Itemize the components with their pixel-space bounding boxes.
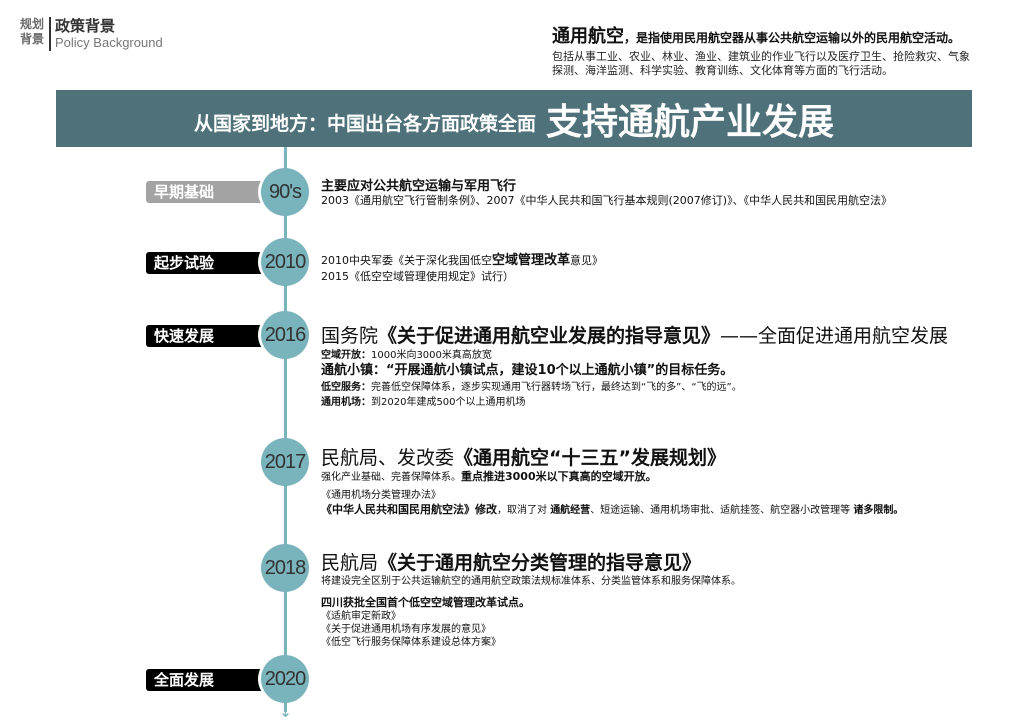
entry-2017-headline: 民航局、发改委《通用航空“十三五”发展规划》 <box>321 446 726 470</box>
text: 2010中央军委《关于深化我国低空 <box>321 254 492 267</box>
stage-label-trial: 起步试验 <box>146 252 264 274</box>
definition-term: 通用航空 <box>552 26 624 47</box>
item-value: 完善低空保障体系，逐步实现通用飞行器转场飞行，最终达到“飞的多”、“飞的远”。 <box>371 382 742 393</box>
text-emphasis: 诸多限制。 <box>853 505 904 516</box>
entry-2016-item: 低空服务：完善低空保障体系，逐步实现通用飞行器转场飞行，最终达到“飞的多”、“飞… <box>321 381 742 394</box>
definition-summary: ，是指使用民用航空器从事公共航空运输以外的民用航空活动。 <box>624 31 961 45</box>
text-emphasis: 《中华人民共和国民用航空法》修改 <box>321 503 497 516</box>
page-subtitle: Policy Background <box>55 35 163 50</box>
policy-goal: ——全面促进通用航空发展 <box>720 325 949 347</box>
year-node-2020: 2020 <box>261 655 309 703</box>
stage-label-rapid: 快速发展 <box>146 325 264 347</box>
entry-2016-item: 通用机场：到2020年建成500个以上通用机场 <box>321 396 526 409</box>
item-value: 1000米向3000米真高放宽 <box>371 350 492 361</box>
year-node-90s: 90's <box>261 168 309 216</box>
entry-2010-line1: 2010中央军委《关于深化我国低空空域管理改革意见》 <box>321 254 603 268</box>
stage-label-full: 全面发展 <box>146 669 264 691</box>
page-title: 政策背景 <box>55 17 116 35</box>
item-value: 到2020年建成500个以上通用机场 <box>371 397 526 408</box>
text-emphasis: 重点推进3000米以下真高的空域开放。 <box>461 470 657 483</box>
header-divider <box>49 17 51 51</box>
item-key: 低空服务： <box>321 382 371 393</box>
timeline-axis <box>284 147 287 712</box>
item-key: 通用机场： <box>321 397 371 408</box>
year-node-2017: 2017 <box>261 438 309 486</box>
title-banner: 从国家到地方：中国出台各方面政策全面 支持通航产业发展 <box>56 90 972 147</box>
entry-2017-line3: 《中华人民共和国民用航空法》修改，取消了对 通航经营、短途运输、通用机场审批、适… <box>321 503 903 517</box>
text: ，取消了对 <box>497 505 551 516</box>
entry-2016-item: 通航小镇：“开展通航小镇试点，建设10个以上通航小镇”的目标任务。 <box>321 362 733 379</box>
entry-2018-line1: 将建设完全区别于公共运输航空的通用航空政策法规标准体系、分类监管体系和服务保障体… <box>321 576 741 587</box>
entry-2017-line1: 强化产业基础、完善保障体系。重点推进3000米以下真高的空域开放。 <box>321 470 657 484</box>
stage-label-early: 早期基础 <box>146 181 264 203</box>
issuer: 民航局、发改委 <box>321 447 455 469</box>
entry-2018-headline: 民航局《关于通用航空分类管理的指导意见》 <box>321 551 701 575</box>
text-emphasis: 通航经营 <box>550 505 591 516</box>
year-node-2016: 2016 <box>261 311 309 359</box>
year-node-2010: 2010 <box>261 238 309 286</box>
entry-2017-line2: 《通用机场分类管理办法》 <box>321 490 441 501</box>
banner-prefix: 从国家到地方：中国出台各方面政策全面 <box>193 113 536 135</box>
entry-90s-detail: 2003《通用航空飞行管制条例》、2007《中华人民共和国飞行基本规则(2007… <box>321 194 893 207</box>
policy-title: 《通用航空“十三五”发展规划》 <box>454 447 726 469</box>
text: 意见》 <box>570 254 604 267</box>
arrow-down-icon: ↓ <box>278 702 293 721</box>
entry-2018-line2: 四川获批全国首个低空空域管理改革试点。 <box>321 596 530 609</box>
entry-2018-doc: 《关于促进通用机场有序发展的意见》 <box>321 624 491 635</box>
entry-2016-headline: 国务院《关于促进通用航空业发展的指导意见》——全面促进通用航空发展 <box>321 324 948 348</box>
entry-2016-item: 空域开放：1000米向3000米真高放宽 <box>321 349 492 362</box>
entry-2018-doc: 《低空飞行服务保障体系建设总体方案》 <box>321 637 501 648</box>
entry-90s-headline: 主要应对公共航空运输与军用飞行 <box>321 179 517 194</box>
policy-title: 《关于通用航空分类管理的指导意见》 <box>378 552 702 574</box>
year-node-2018: 2018 <box>261 544 309 592</box>
text: 强化产业基础、完善保障体系。 <box>321 472 461 483</box>
entry-2018-doc: 《适航审定新政》 <box>321 611 401 622</box>
text: 、短途运输、通用机场审批、适航挂签、航空器小改管理等 <box>590 505 854 516</box>
definition-block: 通用航空，是指使用民用航空器从事公共航空运输以外的民用航空活动。 包括从事工业、… <box>552 22 972 78</box>
entry-2010-line2: 2015《低空空域管理使用规定》试行） <box>321 270 514 283</box>
definition-body: 包括从事工业、农业、林业、渔业、建筑业的作业飞行以及医疗卫生、抢险救灾、气象探测… <box>552 50 970 77</box>
policy-title: 《关于促进通用航空业发展的指导意见》 <box>378 325 721 347</box>
issuer: 民航局 <box>321 552 379 574</box>
text-emphasis: 空域管理改革 <box>492 253 571 268</box>
item-value: “开展通航小镇试点，建设10个以上通航小镇”的目标任务。 <box>386 363 734 378</box>
issuer: 国务院 <box>321 325 379 347</box>
item-key: 空域开放： <box>321 350 371 361</box>
item-key: 通航小镇： <box>321 363 387 378</box>
section-label: 规划背景 <box>20 17 45 46</box>
banner-emphasis: 支持通航产业发展 <box>546 101 835 143</box>
